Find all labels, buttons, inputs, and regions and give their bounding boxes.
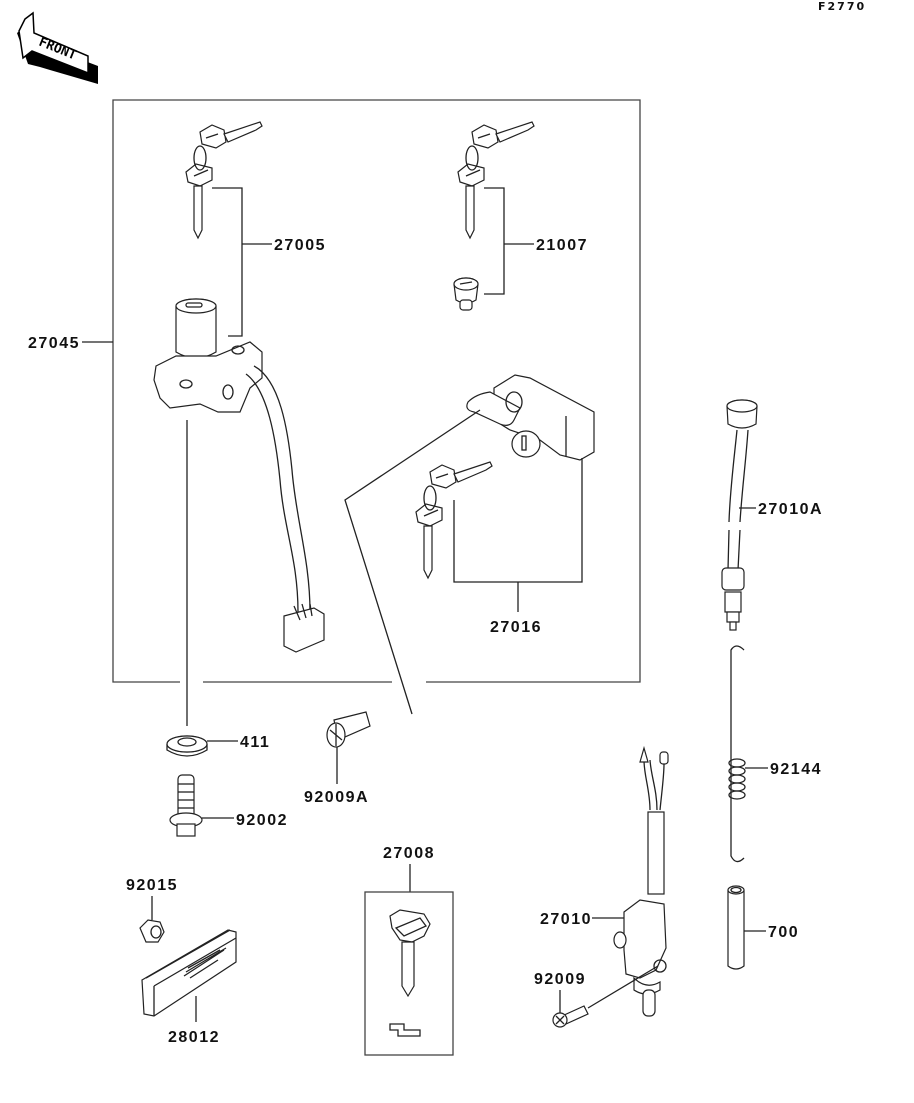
part-label-21007: 21007 — [536, 237, 588, 254]
part-label-411: 411 — [240, 734, 270, 751]
key-pair-icon — [457, 121, 535, 240]
key-pair-icon — [415, 461, 493, 580]
key-plate-icon — [141, 929, 237, 1017]
part-label-92015: 92015 — [126, 877, 178, 894]
leader-27005-bracket — [212, 187, 243, 337]
part-label-27010A: 27010A — [758, 501, 823, 518]
part-label-92009: 92009 — [534, 971, 586, 988]
part-label-27016: 27016 — [490, 619, 542, 636]
part-label-92144: 92144 — [770, 761, 822, 778]
blank-key-frame — [364, 891, 454, 1056]
switch-with-lead-icon — [721, 399, 758, 631]
front-arrow-icon: FRONT — [17, 11, 98, 84]
helmet-lock-icon — [466, 374, 595, 461]
key-pair-icon — [185, 121, 263, 240]
screw-icon — [552, 1005, 589, 1028]
flanged-bolt-icon — [169, 774, 203, 837]
leader-21007-bracket — [484, 187, 505, 295]
switch-icon — [613, 745, 669, 1017]
part-label-27010: 27010 — [540, 911, 592, 928]
part-label-27005: 27005 — [274, 237, 326, 254]
part-label-92002: 92002 — [236, 812, 288, 829]
group-frame-27045 — [112, 99, 641, 683]
part-label-700: 700 — [768, 924, 799, 941]
part-label-27045: 27045 — [28, 335, 80, 352]
leader-27016-bracket — [453, 458, 583, 583]
leader-helmet-lock-to-screw — [344, 409, 481, 715]
leader-screw-to-switch — [587, 965, 659, 1009]
countersunk-screw-icon — [326, 711, 371, 748]
washer-icon — [166, 735, 208, 757]
lock-cylinder-icon — [453, 277, 479, 311]
nut-icon — [139, 919, 165, 943]
part-label-27008: 27008 — [383, 845, 435, 862]
tube-icon — [727, 885, 745, 970]
spring-icon — [728, 645, 746, 863]
blank-key-icon — [389, 909, 431, 1037]
diagram-reference-code: F2770 — [818, 0, 866, 13]
ignition-switch-icon — [153, 298, 325, 653]
part-label-28012: 28012 — [168, 1029, 220, 1046]
part-label-92009A: 92009A — [304, 789, 369, 806]
